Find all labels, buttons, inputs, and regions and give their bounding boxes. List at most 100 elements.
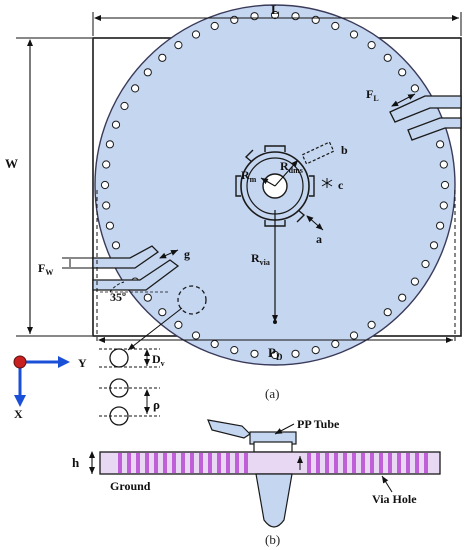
via-hole — [383, 53, 392, 62]
via-hole — [143, 293, 152, 302]
label-b: b — [341, 143, 348, 157]
via-bar — [361, 453, 365, 473]
label-via-hole: Via Hole — [372, 492, 417, 506]
via-hole — [250, 12, 259, 21]
via-hole — [191, 30, 201, 39]
axis-label-y: Y — [78, 356, 87, 370]
via-hole — [311, 15, 320, 24]
label-angle: 35º — [110, 290, 126, 304]
via-bar — [379, 453, 383, 473]
label-W: W — [5, 156, 18, 171]
via-bar — [217, 453, 221, 473]
label-h: h — [72, 455, 80, 470]
via-hole — [311, 346, 320, 355]
via-hole — [210, 21, 219, 31]
via-bar — [325, 453, 329, 473]
via-hole — [439, 160, 448, 169]
via-bar — [307, 453, 311, 473]
via-hole — [367, 41, 376, 50]
label-FL-sub: L — [373, 94, 378, 103]
via-hole — [398, 68, 407, 77]
via-hole — [349, 331, 359, 340]
feed-line-right — [389, 93, 462, 141]
dimension-FW: FW — [38, 257, 93, 277]
label-Dv: D — [152, 352, 161, 366]
svg-text:Dv: Dv — [152, 352, 165, 368]
via-bar — [208, 453, 212, 473]
via-hole — [291, 12, 300, 21]
via-bar — [172, 453, 176, 473]
via-hole — [230, 346, 239, 355]
svg-text:FL: FL — [366, 87, 379, 103]
via-bar — [235, 453, 239, 473]
via-hole — [111, 120, 121, 129]
svg-text:Rm: Rm — [241, 168, 257, 184]
via-bar — [334, 453, 338, 473]
via-hole — [230, 15, 239, 24]
dimension-W: W — [5, 37, 92, 337]
via-hole — [410, 84, 419, 93]
via-bar — [370, 453, 374, 473]
via-hole — [250, 349, 259, 358]
via-hole — [105, 140, 115, 149]
via-hole — [102, 160, 111, 169]
pp-tube-body — [255, 473, 293, 528]
via-bar — [199, 453, 203, 473]
pp-tube-cap — [207, 419, 251, 439]
via-bar — [352, 453, 356, 473]
via-hole — [436, 221, 445, 230]
label-rho: ρ — [153, 397, 160, 412]
via-hole — [158, 53, 167, 62]
via-hole — [421, 259, 430, 269]
via-hole — [174, 320, 183, 329]
label-Rdms: R — [280, 159, 289, 173]
label-a: a — [316, 232, 322, 246]
via-hole — [410, 277, 419, 286]
label-Rm: R — [241, 168, 250, 182]
via-bar — [316, 453, 320, 473]
via-bar — [118, 453, 122, 473]
label-FW: F — [38, 261, 45, 275]
via-bar — [127, 453, 131, 473]
label-FW-sub: W — [45, 268, 53, 277]
via-hole — [158, 308, 167, 317]
via-hole — [111, 241, 121, 250]
coordinate-axes: Y X — [13, 355, 87, 421]
label-Rdms-sub: dms — [289, 166, 303, 175]
via-hole — [440, 180, 450, 190]
via-callout-circle — [177, 285, 207, 315]
label-L: L — [271, 2, 280, 17]
label-g: g — [184, 247, 190, 261]
svg-text:FW: FW — [38, 261, 53, 277]
label-c: c — [338, 178, 344, 192]
svg-text:PD: PD — [268, 345, 283, 362]
via-bar — [244, 453, 248, 473]
via-hole — [383, 308, 392, 317]
via-hole — [398, 293, 407, 302]
label-pp-tube: PP Tube — [297, 417, 340, 431]
via-hole — [174, 41, 183, 50]
label-PD: P — [268, 345, 276, 360]
caption-a: (a) — [265, 386, 279, 401]
via-hole — [291, 349, 300, 358]
via-bar — [343, 453, 347, 473]
via-hole — [367, 320, 376, 329]
svg-text:Rdms: Rdms — [280, 159, 303, 175]
caption-b: (b) — [265, 532, 280, 547]
via-hole — [436, 140, 445, 149]
panel-a: L W FW FL g 35º Rdms Rm Rvia b c a — [5, 2, 462, 426]
via-hole — [100, 180, 110, 190]
via-hole — [429, 241, 439, 250]
axis-label-x: X — [14, 407, 23, 421]
via-hole — [131, 84, 140, 93]
via-bar — [226, 453, 230, 473]
via-bar — [154, 453, 158, 473]
panel-b: h PP Tube Ground Via Hole (b) — [72, 417, 441, 547]
label-Rm-sub: m — [250, 175, 257, 184]
via-detail: Dv ρ — [99, 348, 165, 426]
via-bar — [406, 453, 410, 473]
svg-text:Rvia: Rvia — [251, 251, 270, 267]
via-hole — [191, 331, 201, 340]
via-hole — [210, 339, 219, 349]
